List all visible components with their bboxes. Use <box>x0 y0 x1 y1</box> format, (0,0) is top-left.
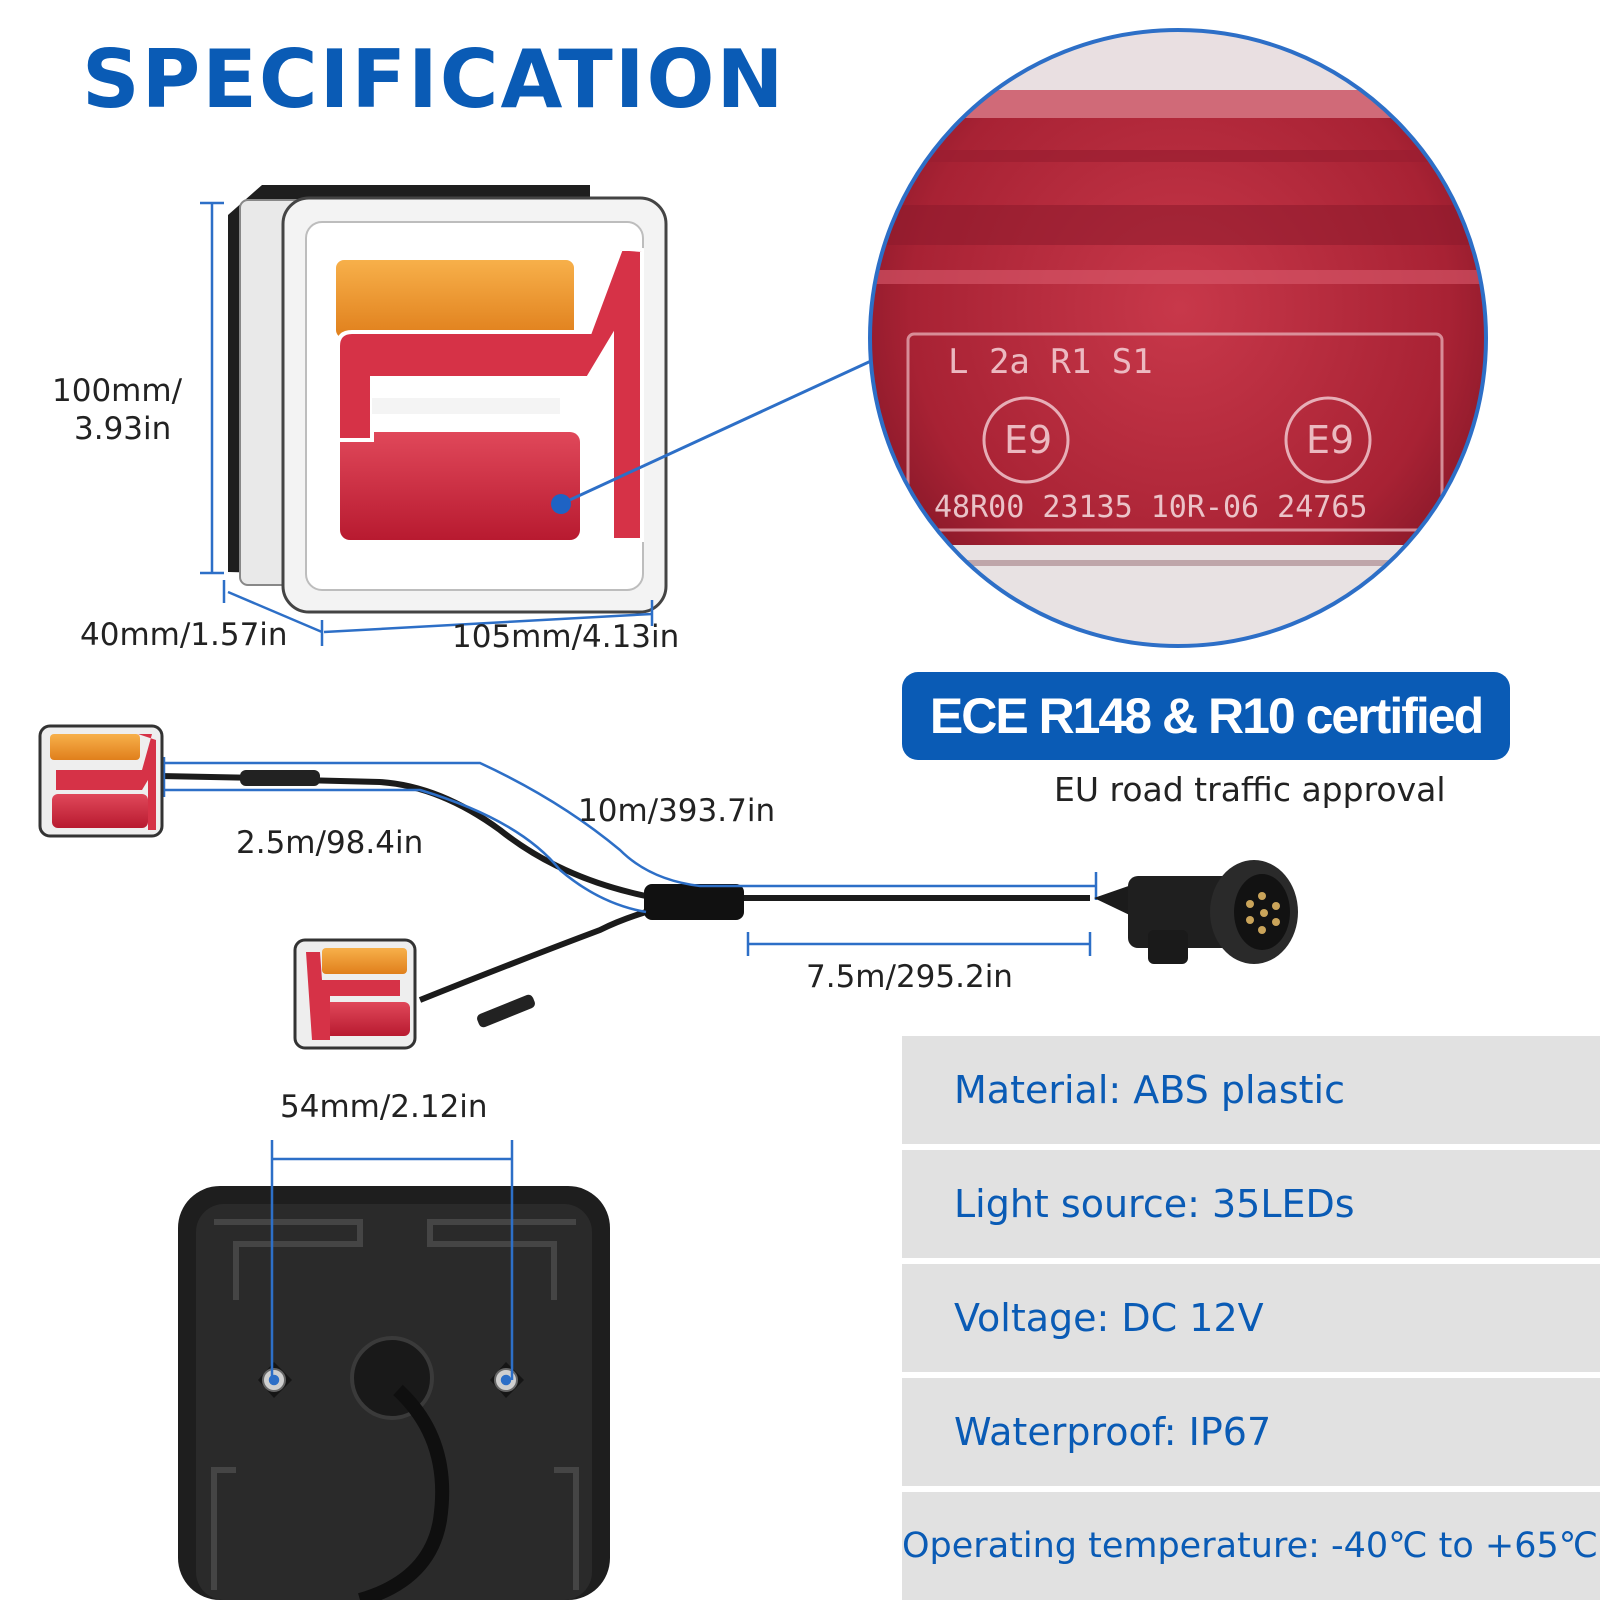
cable-connector-small <box>240 770 320 786</box>
zoom-pointer-dot <box>551 494 571 514</box>
spec-text: Light source: 35LEDs <box>954 1182 1355 1226</box>
depth-label: 40mm/1.57in <box>80 617 288 653</box>
spec-row-material: Material: ABS plastic <box>902 1036 1600 1144</box>
zoom-marking-e9-right: E9 <box>1306 418 1355 462</box>
spec-text: Voltage: DC 12V <box>954 1296 1264 1340</box>
certification-badge: ECE R148 & R10 certified <box>902 672 1510 760</box>
height-label-line1: 100mm/ <box>52 373 183 409</box>
cable-short-label: 2.5m/98.4in <box>236 825 424 861</box>
main-lamp-front <box>228 185 668 614</box>
spec-row-operating-temperature: Operating temperature: -40℃ to +65℃ <box>902 1492 1600 1600</box>
zoom-pointer-line <box>560 353 885 506</box>
spec-text: Material: ABS plastic <box>954 1068 1345 1112</box>
height-label-line2: 3.93in <box>74 411 172 447</box>
zoom-marking-code: 48R00 23135 10R-06 24765 <box>934 490 1368 525</box>
cable-long-label: 10m/393.7in <box>578 793 776 829</box>
hole-spacing-label: 54mm/2.12in <box>280 1089 488 1125</box>
certification-subtitle: EU road traffic approval <box>1054 770 1446 809</box>
width-label: 105mm/4.13in <box>452 619 680 655</box>
small-lamp-bottom <box>293 938 417 1050</box>
zoom-marking-e9-left: E9 <box>1004 418 1053 462</box>
page-title: SPECIFICATION <box>82 33 786 126</box>
spec-row-waterproof: Waterproof: IP67 <box>902 1378 1600 1486</box>
cable-diagram <box>38 724 1298 1050</box>
spec-text: Operating temperature: -40℃ to +65℃ <box>902 1526 1599 1566</box>
dimension-lines-main <box>200 201 654 646</box>
small-lamp-left <box>38 724 164 838</box>
dimension-lines-back <box>268 1140 514 1386</box>
lamp-back-view <box>178 1186 610 1600</box>
seven-pin-plug <box>1094 860 1298 964</box>
spec-row-light-source: Light source: 35LEDs <box>902 1150 1600 1258</box>
spec-text: Waterproof: IP67 <box>954 1410 1272 1454</box>
junction-box <box>644 884 744 920</box>
spec-row-voltage: Voltage: DC 12V <box>902 1264 1600 1372</box>
zoom-marking-row1: L 2a R1 S1 <box>948 342 1153 382</box>
cable-main-label: 7.5m/295.2in <box>806 959 1013 995</box>
